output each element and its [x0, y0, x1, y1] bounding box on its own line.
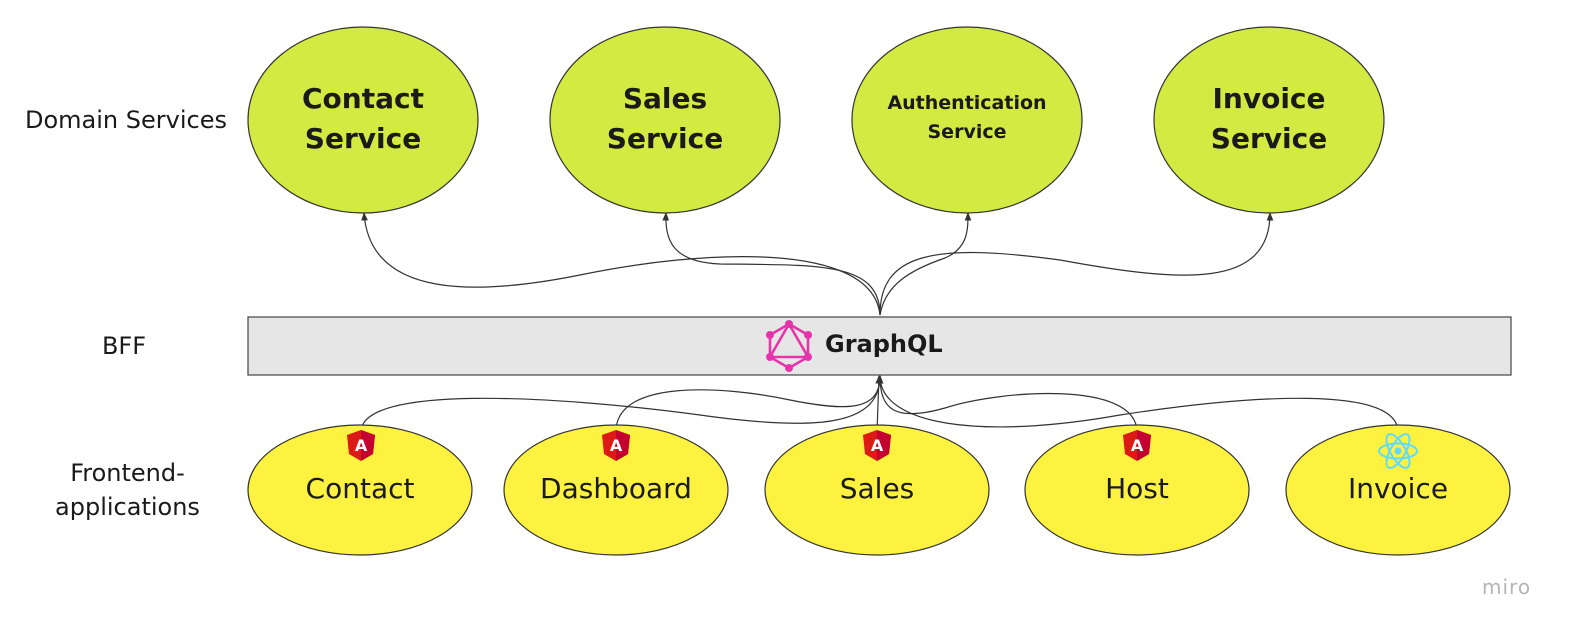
connector-invoice-service	[879, 212, 1274, 316]
service-sales-name: Sales	[622, 82, 708, 115]
connector-app-invoice	[876, 375, 1399, 433]
app-host-label: Host	[1105, 472, 1169, 505]
service-connectors	[361, 212, 1274, 316]
bff-graphql-label: GraphQL	[825, 330, 943, 358]
app-dashboard-label: Dashboard	[540, 472, 692, 505]
connector-app-host	[876, 375, 1138, 433]
miro-watermark: miro	[1482, 575, 1532, 599]
service-sales-suffix: Service	[606, 122, 724, 155]
service-contact-suffix: Service	[304, 122, 422, 155]
service-contact[interactable]: Contact Service	[263, 77, 463, 161]
graphql-icon	[766, 320, 812, 372]
row-label-frontend-line1: Frontend-	[70, 459, 185, 487]
service-sales-shape[interactable]	[549, 26, 781, 214]
svg-text:A: A	[355, 436, 368, 455]
app-host-shape[interactable]	[1024, 424, 1250, 556]
service-invoice-suffix: Service	[1210, 122, 1328, 155]
app-dashboard-shape[interactable]	[503, 424, 729, 556]
svg-text:A: A	[610, 436, 623, 455]
service-contact-name: Contact	[302, 82, 424, 115]
service-authentication-shape[interactable]	[851, 26, 1083, 214]
row-label-domain-services: Domain Services	[25, 106, 227, 134]
frontend-apps	[247, 424, 1511, 556]
connector-sales-service	[662, 212, 881, 316]
service-contact-shape[interactable]	[247, 26, 479, 214]
service-authentication[interactable]: Authentication Service	[867, 88, 1067, 148]
bff-bar[interactable]	[247, 316, 1512, 376]
row-label-frontend-line2: applications	[55, 493, 200, 521]
service-authentication-suffix: Service	[927, 121, 1007, 143]
connector-authentication-service	[879, 212, 972, 316]
domain-services	[247, 26, 1385, 214]
svg-text:A: A	[871, 436, 884, 455]
svg-text:A: A	[1131, 436, 1144, 455]
app-sales-shape[interactable]	[764, 424, 990, 556]
app-contact-shape[interactable]	[247, 424, 473, 556]
service-invoice[interactable]: Invoice Service	[1169, 77, 1369, 161]
react-icon	[1378, 433, 1418, 469]
app-connectors	[360, 375, 1399, 433]
app-invoice-label: Invoice	[1347, 472, 1449, 505]
row-label-frontend-applications: Frontend- applications	[40, 456, 215, 524]
angular-icon: A	[602, 430, 630, 461]
app-contact-label: Contact	[305, 472, 415, 505]
service-authentication-name: Authentication	[887, 92, 1047, 114]
angular-icon: A	[863, 430, 891, 461]
angular-icon: A	[1123, 430, 1151, 461]
row-label-bff: BFF	[101, 332, 147, 360]
service-sales[interactable]: Sales Service	[565, 77, 765, 161]
service-invoice-name: Invoice	[1212, 82, 1326, 115]
app-invoice-shape[interactable]	[1285, 424, 1511, 556]
connector-app-contact	[360, 375, 884, 433]
connector-contact-service	[361, 212, 881, 316]
app-sales-label: Sales	[839, 472, 915, 505]
service-invoice-shape[interactable]	[1153, 26, 1385, 214]
connector-app-dashboard	[615, 375, 884, 433]
angular-icon: A	[347, 430, 375, 461]
connector-app-sales	[875, 375, 883, 433]
